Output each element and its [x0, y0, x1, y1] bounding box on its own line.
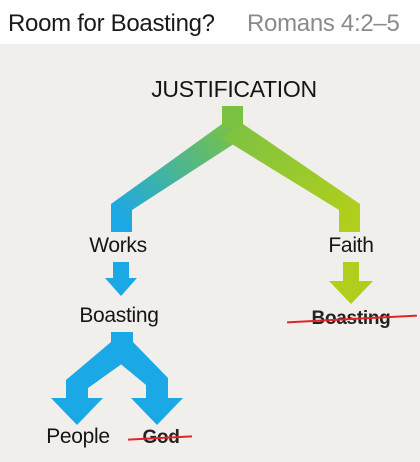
connector-to-faith: [222, 124, 360, 232]
node-works: Works: [89, 234, 147, 257]
arrow-works-to-boasting: [105, 262, 137, 296]
node-justification: JUSTIFICATION: [151, 76, 317, 102]
title-bar: Room for Boasting? Romans 4:2–5: [0, 0, 420, 44]
scripture-reference: Romans 4:2–5: [247, 10, 400, 37]
page-title: Room for Boasting?: [8, 10, 215, 37]
node-faith: Faith: [328, 234, 374, 257]
node-boasting-works: Boasting: [79, 304, 159, 327]
connector-to-god: [111, 342, 183, 425]
connector-to-people: [51, 342, 133, 425]
connector-to-works: [111, 124, 243, 232]
node-people: People: [46, 425, 110, 448]
arrow-faith-to-boasting: [329, 262, 373, 304]
